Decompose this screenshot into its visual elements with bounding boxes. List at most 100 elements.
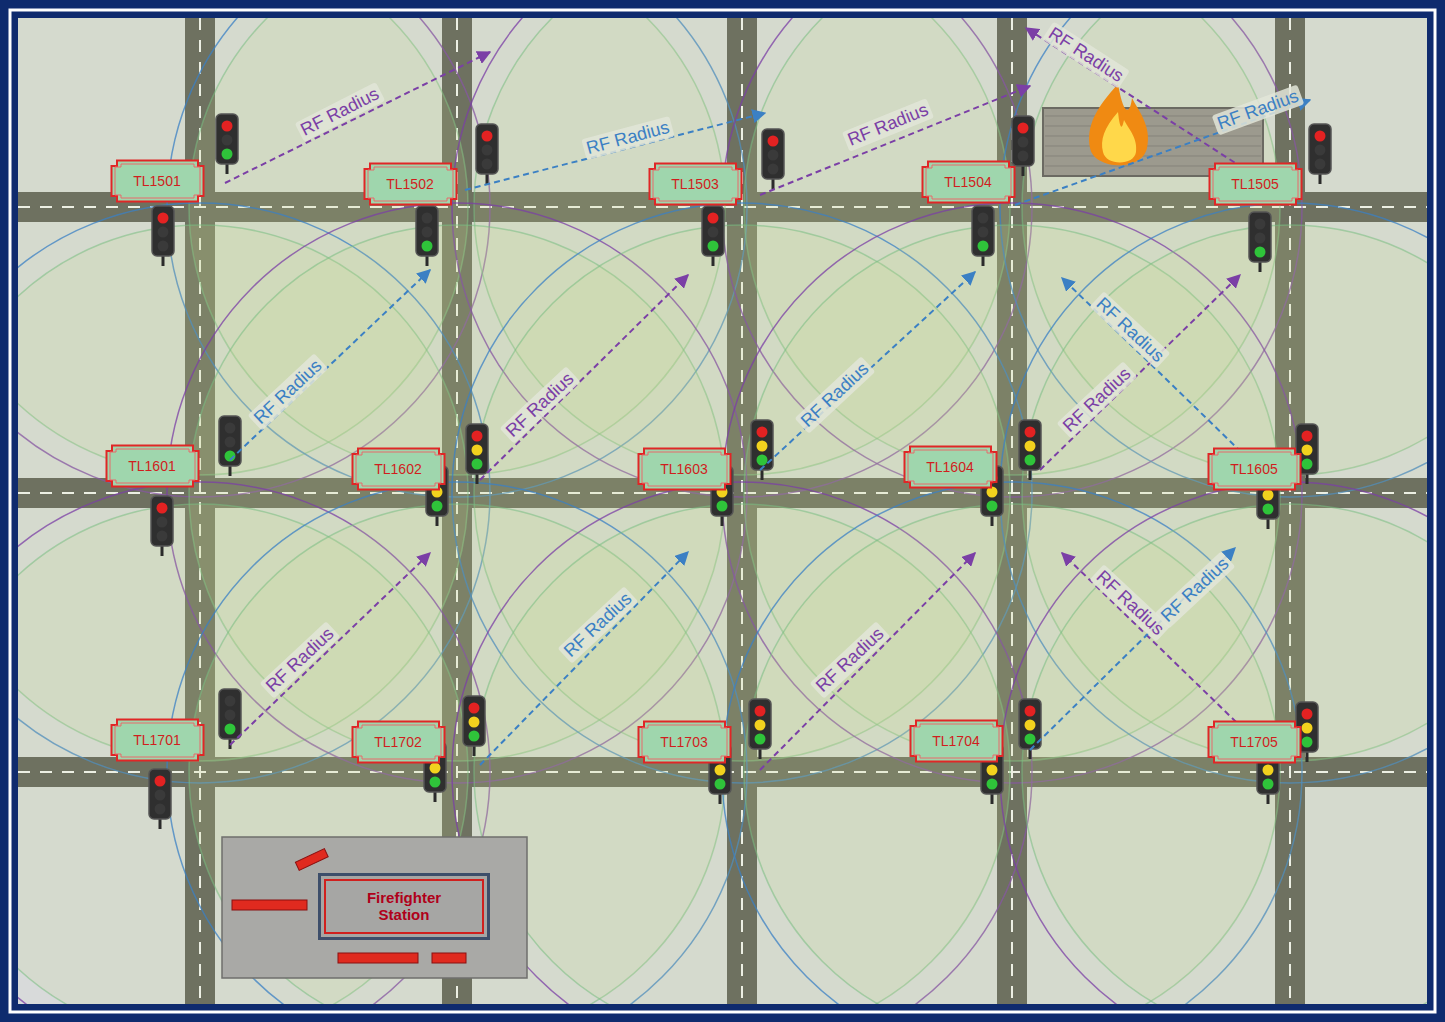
node-id: TL1703 (660, 734, 707, 750)
signal-lamp (1263, 779, 1274, 790)
flame-core (1102, 112, 1136, 163)
rf-coverage (18, 18, 1427, 1004)
signal-lamp (482, 131, 493, 142)
signal-lamp (757, 427, 768, 438)
traffic-light-tag: TL1501 (110, 159, 205, 203)
signal-lamp (430, 763, 441, 774)
fire-truck (295, 849, 328, 871)
fire-truck (232, 900, 307, 910)
traffic-light-pole (434, 792, 437, 802)
tag-shape (111, 720, 203, 761)
signal-lamp (708, 227, 719, 238)
map (18, 18, 1427, 1004)
signal-lamp (1025, 455, 1036, 466)
traffic-light-housing (762, 129, 784, 179)
traffic-light-housing (219, 689, 241, 739)
signal-lamp (978, 213, 989, 224)
tag-inner-line (368, 167, 453, 201)
traffic-light-pole (1029, 470, 1032, 480)
traffic-light-pole (486, 174, 489, 184)
traffic-light-pole (759, 749, 762, 759)
rf-radius-arrows (225, 28, 1310, 770)
traffic-light-pole (1267, 519, 1270, 529)
signal-lamp (225, 437, 236, 448)
signal-lamp (978, 227, 989, 238)
traffic-light-pole (1319, 174, 1322, 184)
station-box: Firefighter Station (318, 873, 490, 940)
signal-lamp (1263, 504, 1274, 515)
traffic-light-housing (151, 496, 173, 546)
node-id: TL1503 (671, 176, 718, 192)
signal-lamp (225, 696, 236, 707)
traffic-light (151, 496, 173, 556)
tag-shape (1208, 449, 1300, 490)
traffic-light-pole (719, 794, 722, 804)
traffic-light-pole (1306, 752, 1309, 762)
tag-shape (1209, 164, 1301, 205)
signal-lamp (768, 164, 779, 175)
signal-lamp (422, 213, 433, 224)
signal-lamp (708, 241, 719, 252)
signal-lamp (157, 503, 168, 514)
traffic-light (972, 206, 994, 266)
traffic-light (149, 769, 171, 829)
tag-inner-line (653, 167, 738, 201)
traffic-light-housing (1249, 212, 1271, 262)
signal-lamp (1315, 159, 1326, 170)
traffic-light-tag: TL1601 (105, 444, 200, 488)
fire-truck (338, 953, 418, 963)
traffic-light (751, 420, 773, 480)
node-id: TL1701 (133, 732, 180, 748)
traffic-light-pole (772, 179, 775, 189)
signal-lamp (472, 445, 483, 456)
signal-lamp (987, 765, 998, 776)
tag-shape (111, 161, 203, 202)
rf-radius-arrow (760, 86, 1030, 195)
rf-coverage-area (1022, 504, 1427, 1004)
signal-lamp (978, 241, 989, 252)
signal-lamp (1025, 734, 1036, 745)
signal-lamp (469, 731, 480, 742)
signal-lamp (157, 531, 168, 542)
tag-shape (1208, 722, 1300, 763)
signal-lamp (1263, 490, 1274, 501)
signal-lamp (469, 703, 480, 714)
signal-lamp (768, 136, 779, 147)
signal-lamp (225, 724, 236, 735)
traffic-light-housing (751, 420, 773, 470)
traffic-light-pole (1259, 262, 1262, 272)
traffic-light (749, 699, 771, 759)
traffic-light-housing (149, 769, 171, 819)
traffic-light-pole (1267, 794, 1270, 804)
fire-truck (432, 953, 466, 963)
traffic-light-pole (1029, 749, 1032, 759)
signal-lamp (222, 121, 233, 132)
signal-lamp (708, 213, 719, 224)
traffic-light (476, 124, 498, 184)
traffic-light-housing (1012, 116, 1034, 166)
traffic-light-pole (229, 466, 232, 476)
signal-lamp (715, 765, 726, 776)
traffic-light-pole (476, 474, 479, 484)
tag-shape (364, 164, 456, 205)
traffic-light-tag: TL1705 (1207, 720, 1302, 764)
traffic-light (152, 206, 174, 266)
traffic-light-pole (436, 516, 439, 526)
traffic-light-pole (161, 546, 164, 556)
signal-lamp (1025, 706, 1036, 717)
signal-lamp (757, 441, 768, 452)
brick-line (1045, 156, 1261, 157)
signal-lamp (717, 501, 728, 512)
traffic-light-pole (991, 516, 994, 526)
rf-range-ring (1000, 482, 1427, 1004)
tag-shape (649, 164, 741, 205)
brick-line (1045, 136, 1261, 137)
traffic-light-pole (712, 256, 715, 266)
traffic-light-tag: TL1603 (637, 447, 732, 491)
node-id: TL1702 (374, 734, 421, 750)
traffic-light-tag: TL1605 (1207, 447, 1302, 491)
node-id: TL1602 (374, 461, 421, 477)
signal-lamp (432, 501, 443, 512)
traffic-light-tag: TL1702 (351, 720, 446, 764)
